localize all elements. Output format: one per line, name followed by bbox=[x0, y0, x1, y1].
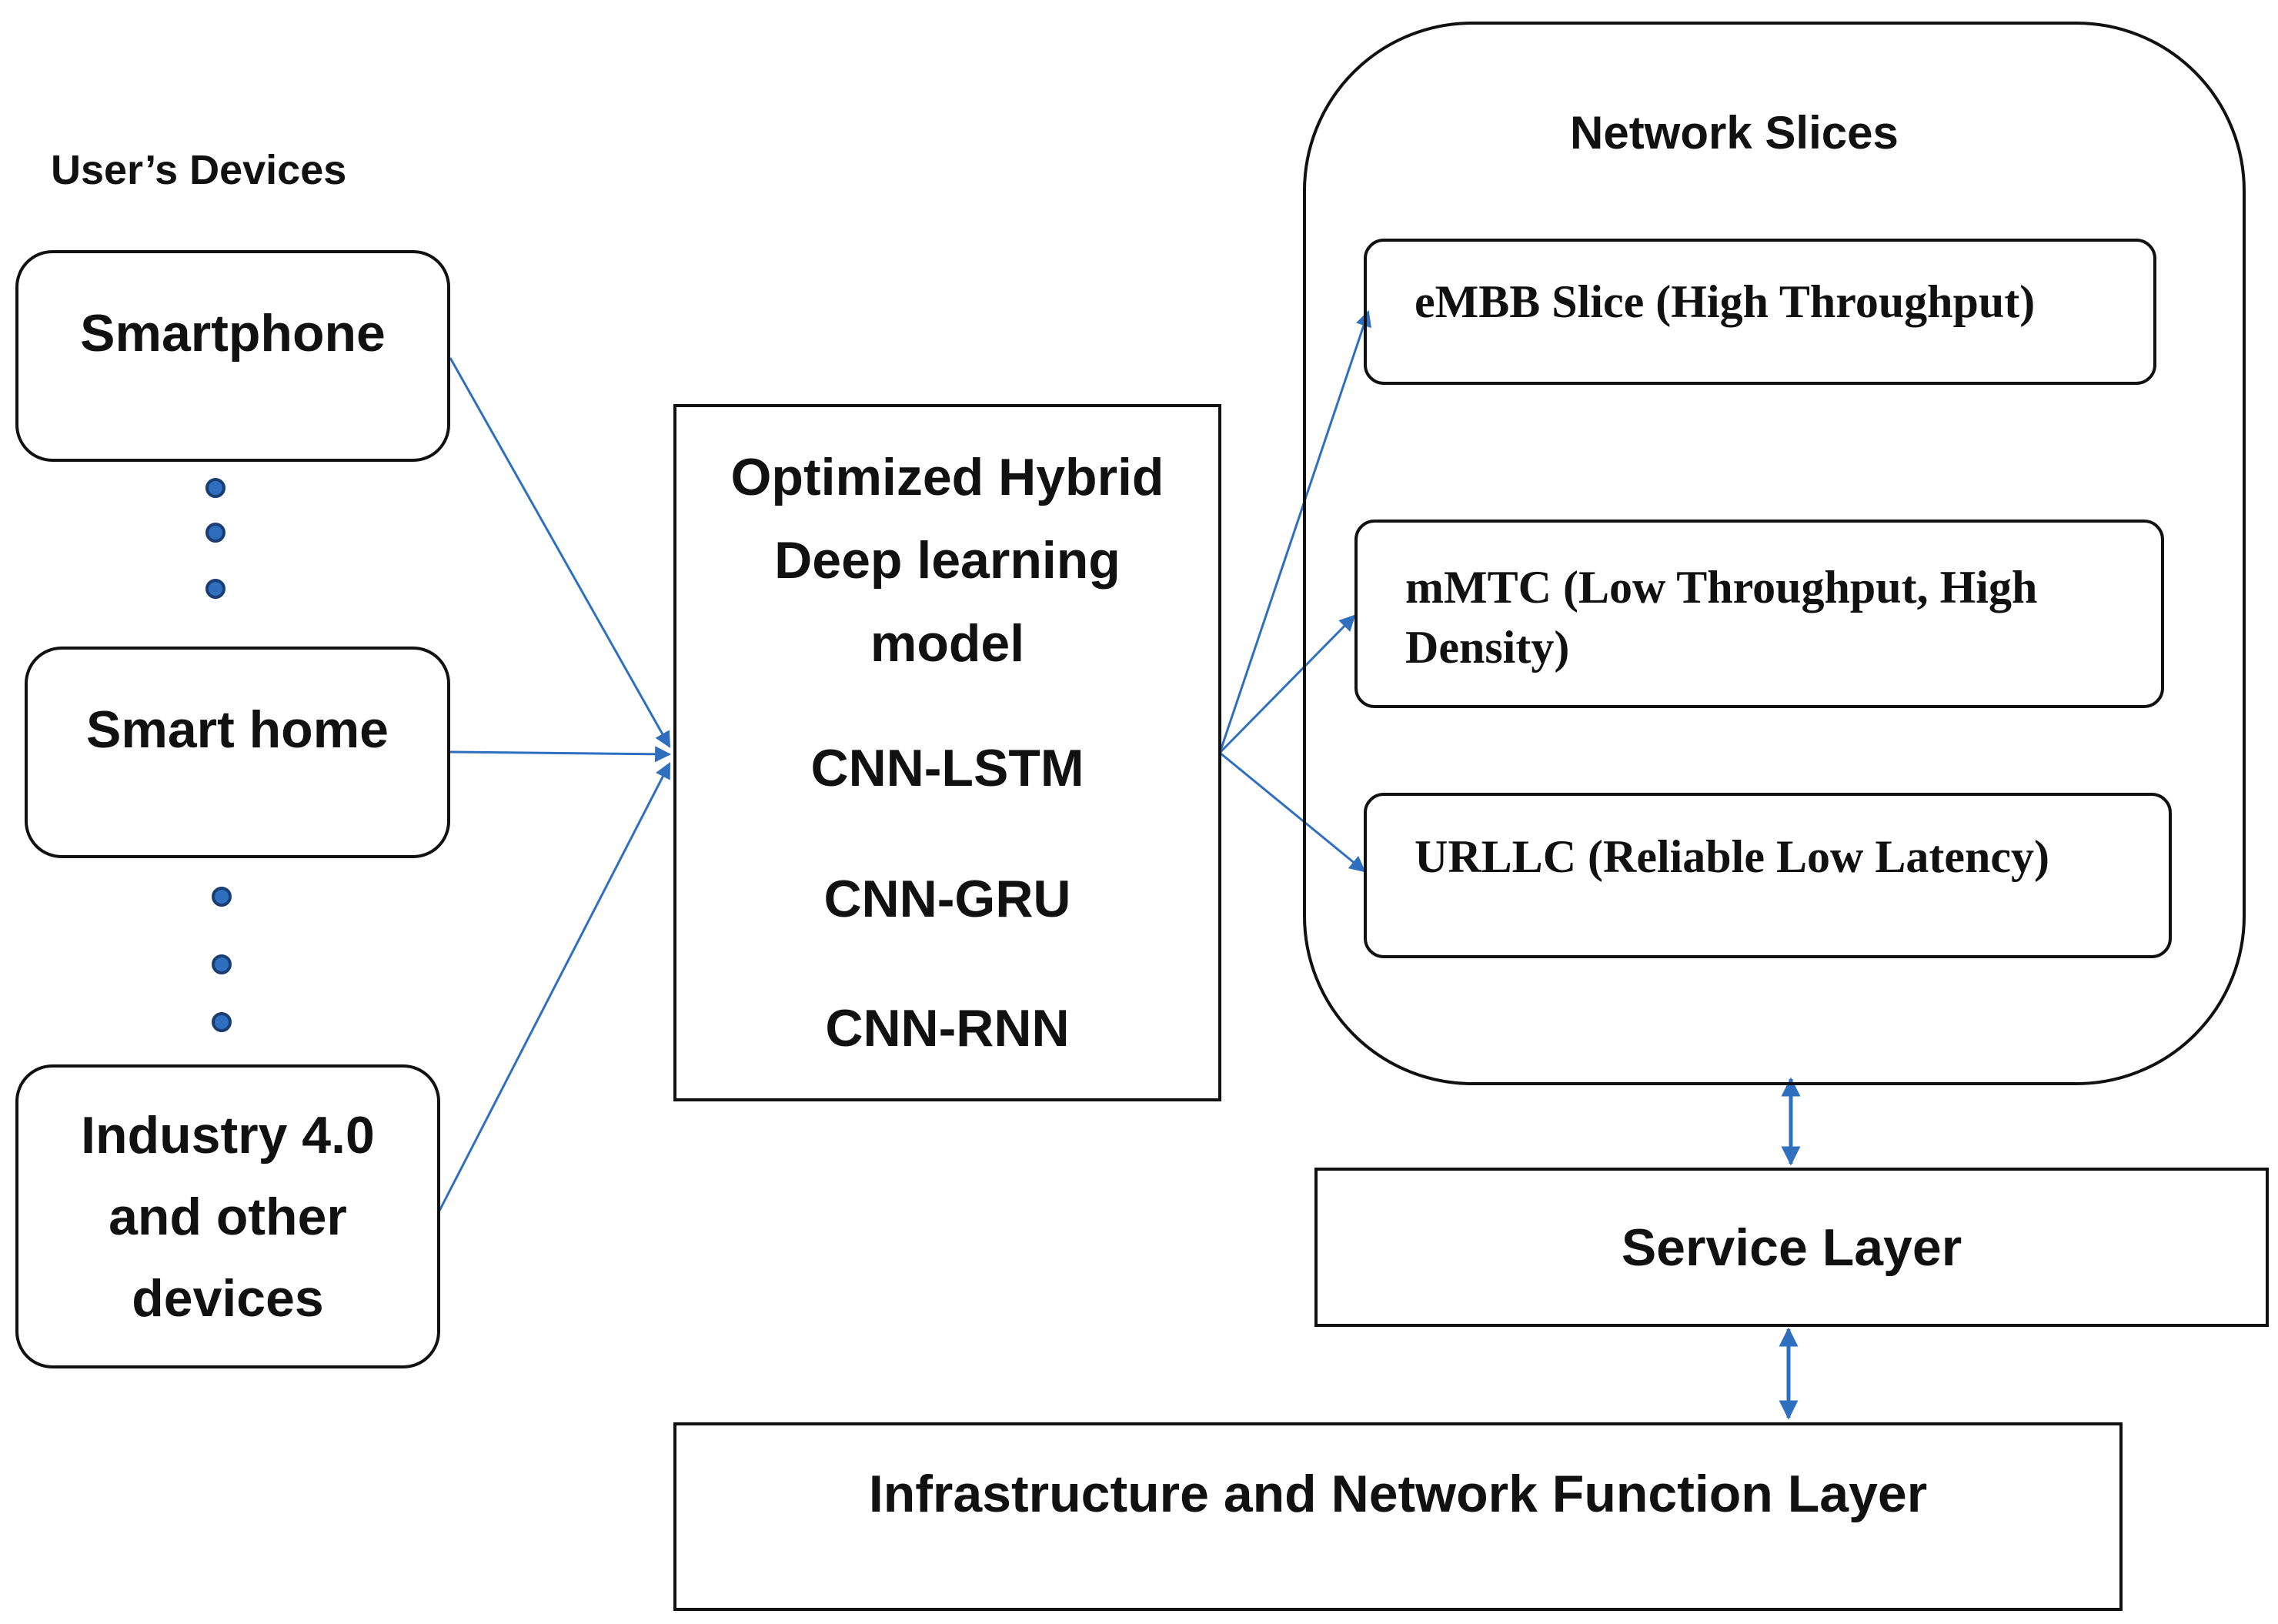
model-variant: CNN-RNN bbox=[825, 999, 1070, 1058]
device-smart-home-label: Smart home bbox=[86, 700, 389, 759]
ellipsis-dot bbox=[212, 954, 232, 974]
model-title-line: Optimized Hybrid bbox=[730, 448, 1164, 506]
slice-embb-label: eMBB Slice (High Throughput) bbox=[1415, 276, 2036, 327]
infrastructure-layer-label: Infrastructure and Network Function Laye… bbox=[868, 1465, 1928, 1523]
device-smart-home: Smart home bbox=[25, 647, 450, 858]
model-title-line: model bbox=[870, 614, 1025, 673]
ellipsis-dot bbox=[205, 523, 225, 543]
arrow-smartphone-to-model bbox=[449, 357, 671, 748]
slice-mmtc-label: mMTC (Low Throughput, High Density) bbox=[1405, 562, 2038, 673]
device-smartphone-label: Smartphone bbox=[80, 303, 386, 363]
model-variant: CNN-LSTM bbox=[810, 739, 1084, 797]
device-smartphone: Smartphone bbox=[15, 250, 450, 462]
arrow-model-to-mmtc bbox=[1218, 614, 1356, 754]
model-variant: CNN-GRU bbox=[823, 870, 1071, 928]
users-devices-title: User’s Devices bbox=[51, 147, 347, 193]
model-title-line: Deep learning bbox=[774, 531, 1121, 590]
ellipsis-dot bbox=[205, 579, 225, 599]
network-slices-title: Network Slices bbox=[1570, 107, 1899, 159]
ellipsis-dot bbox=[205, 478, 225, 498]
arrow-model-to-urllc bbox=[1219, 751, 1366, 873]
arrow-model-to-embb bbox=[1218, 310, 1371, 754]
slice-urllc: URLLC (Reliable Low Latency) bbox=[1364, 793, 2172, 958]
device-industry-label: Industry 4.0 and other devices bbox=[81, 1105, 375, 1328]
service-layer-label: Service Layer bbox=[1621, 1218, 1962, 1277]
device-industry: Industry 4.0 and other devices bbox=[15, 1064, 440, 1368]
slice-embb: eMBB Slice (High Throughput) bbox=[1364, 239, 2156, 385]
ellipsis-dot bbox=[212, 887, 232, 907]
hybrid-model-box: Optimized Hybrid Deep learning model CNN… bbox=[673, 404, 1221, 1101]
service-layer-box: Service Layer bbox=[1314, 1168, 2269, 1327]
arrow-industry-to-model bbox=[437, 762, 671, 1213]
slice-mmtc: mMTC (Low Throughput, High Density) bbox=[1354, 520, 2164, 708]
ellipsis-dot bbox=[212, 1012, 232, 1032]
arrow-smarthome-to-model bbox=[449, 746, 672, 763]
infrastructure-layer-box: Infrastructure and Network Function Laye… bbox=[673, 1422, 2123, 1611]
network-slices-container bbox=[1303, 22, 2246, 1085]
slice-urllc-label: URLLC (Reliable Low Latency) bbox=[1415, 831, 2049, 882]
